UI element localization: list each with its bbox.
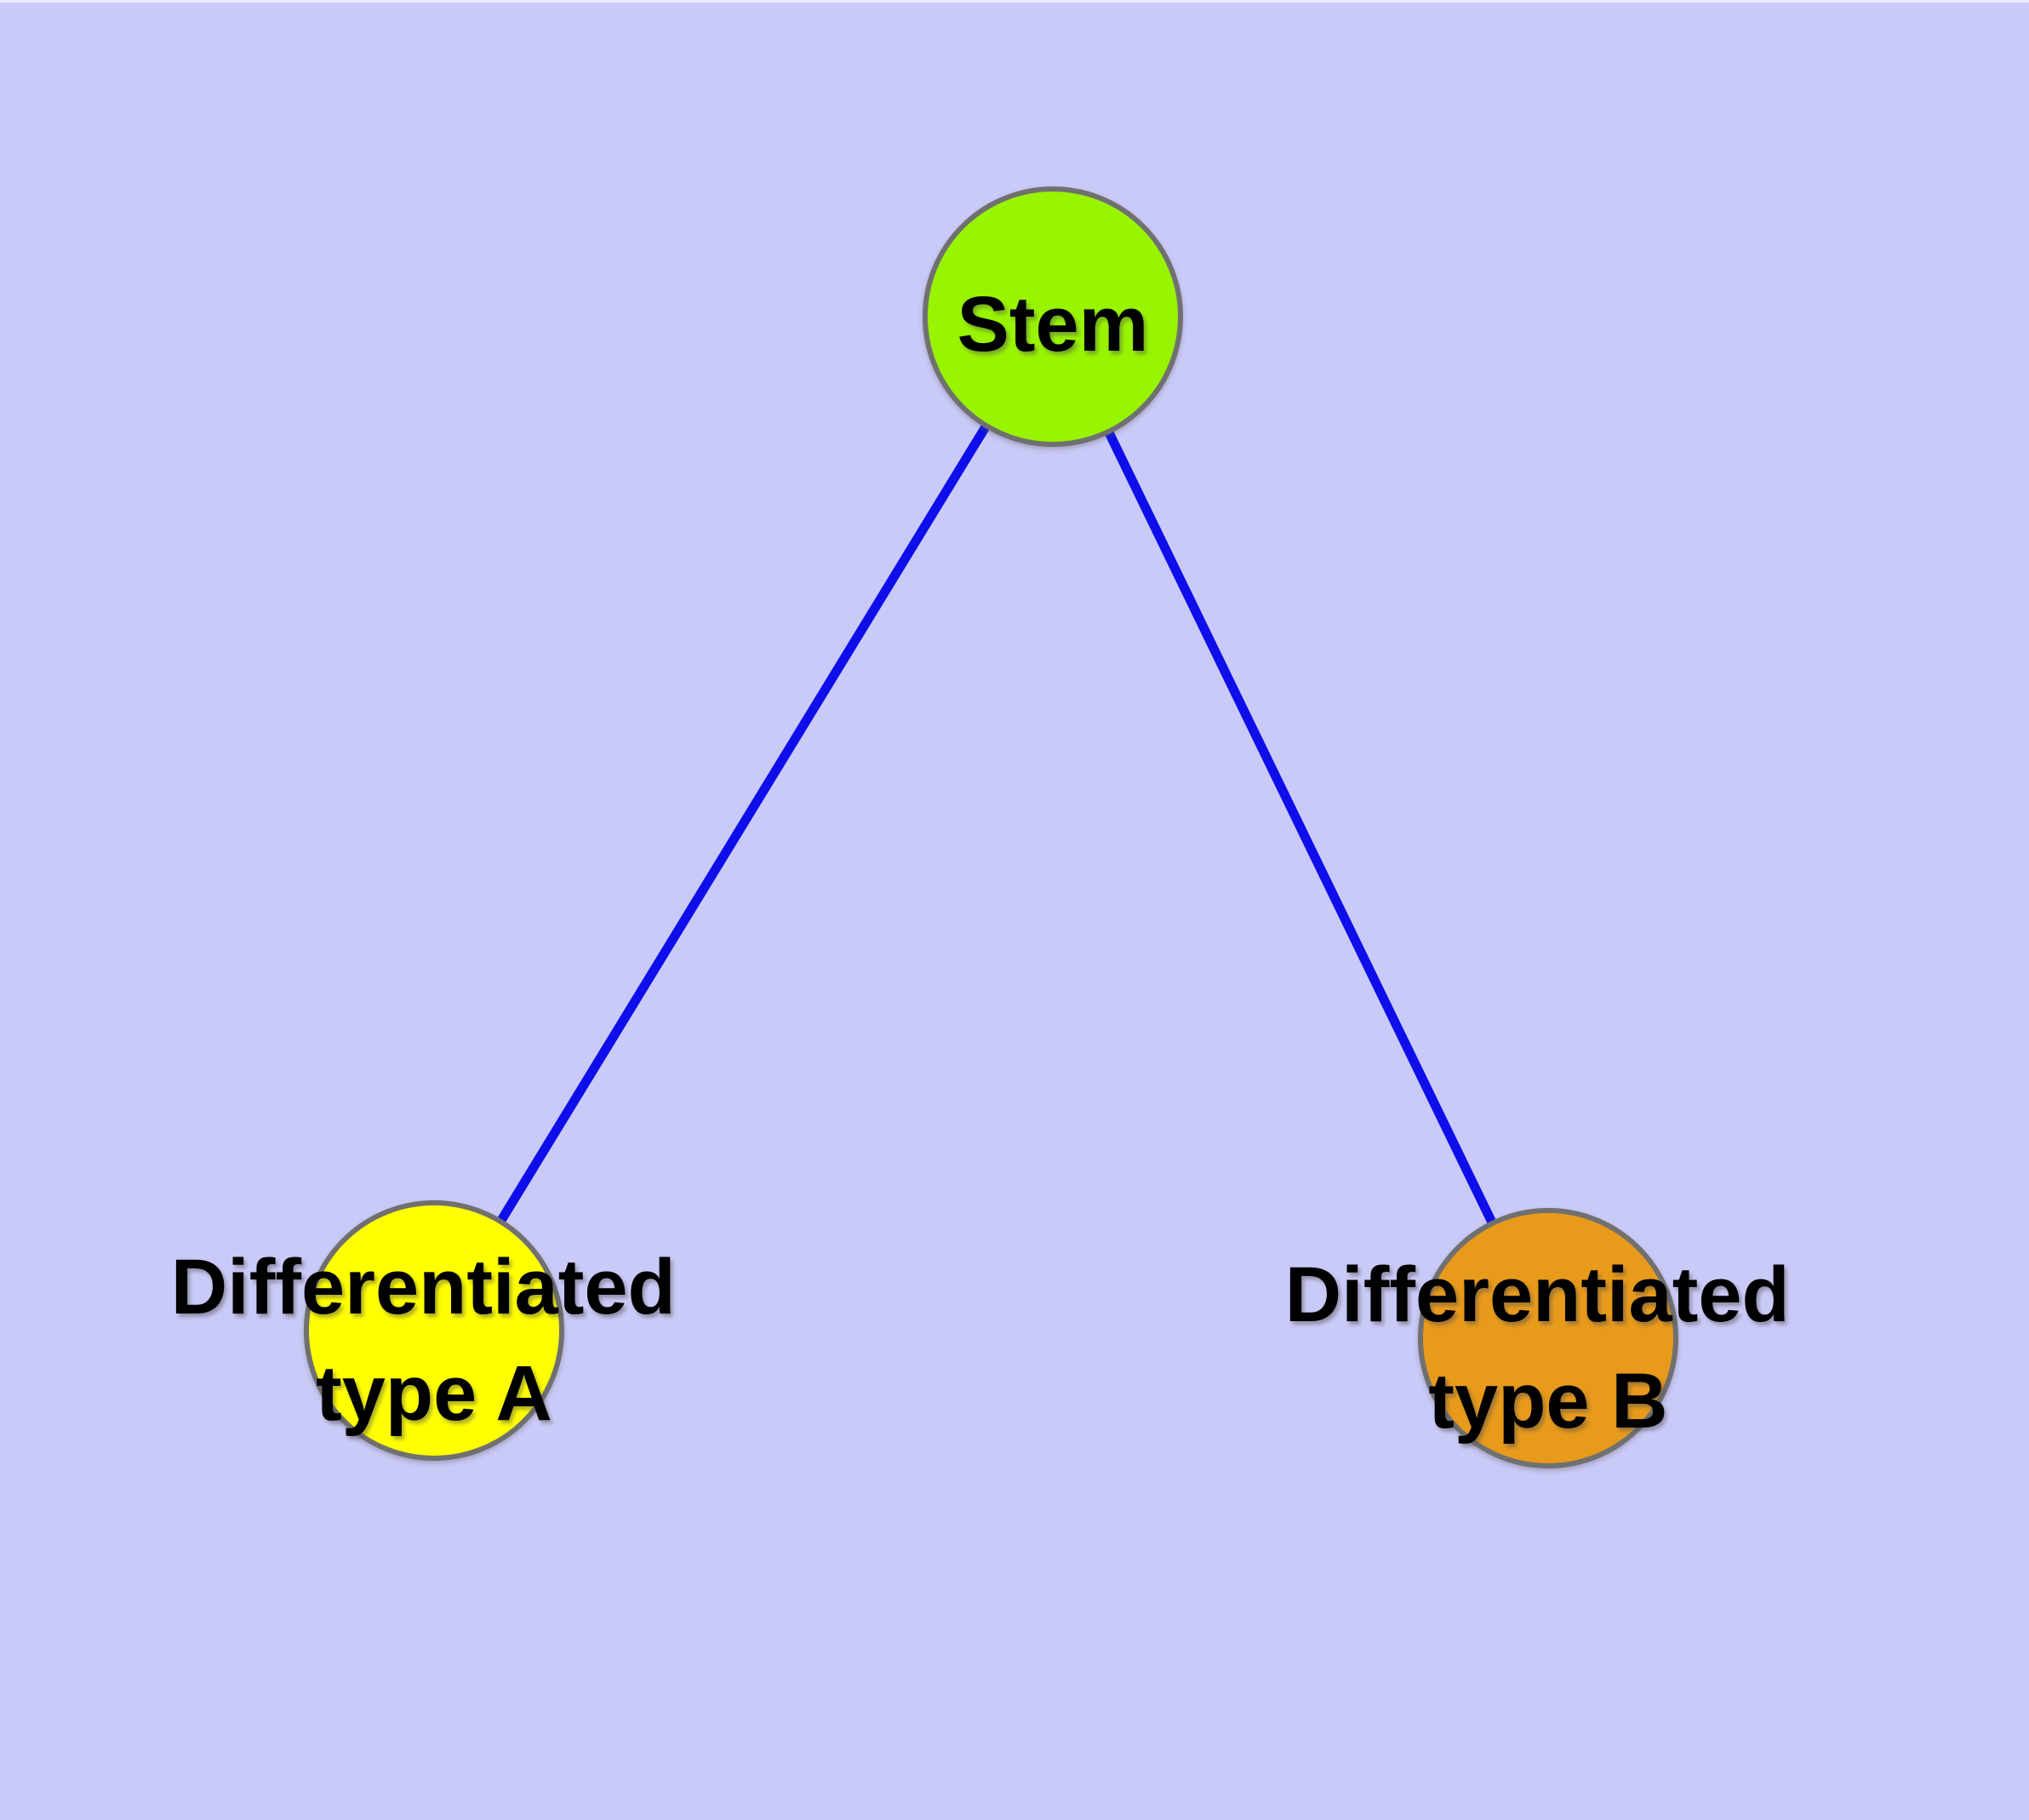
canvas-top-edge xyxy=(0,0,2029,3)
edge-stem-to-type-a xyxy=(430,314,1057,1333)
node-type-b-label-line2: type B xyxy=(1428,1358,1667,1445)
node-type-b-circle xyxy=(1418,1208,1678,1468)
node-type-a-circle xyxy=(304,1200,564,1461)
edge-stem-to-type-b xyxy=(1049,314,1552,1341)
node-stem-label: Stem xyxy=(957,281,1149,368)
node-differentiated-type-a: Differentiated type A xyxy=(171,1200,698,1461)
node-differentiated-type-b: Differentiated type B xyxy=(1285,1208,1812,1468)
node-type-a-label: Differentiated type A xyxy=(171,1244,698,1437)
node-type-a-label-line1: Differentiated xyxy=(171,1244,676,1331)
node-type-a-label-line2: type A xyxy=(316,1350,552,1437)
node-stem: Stem xyxy=(923,186,1183,447)
node-stem-circle xyxy=(923,186,1183,447)
node-type-b-label: Differentiated type B xyxy=(1285,1251,1812,1445)
node-type-b-label-line1: Differentiated xyxy=(1285,1251,1790,1338)
